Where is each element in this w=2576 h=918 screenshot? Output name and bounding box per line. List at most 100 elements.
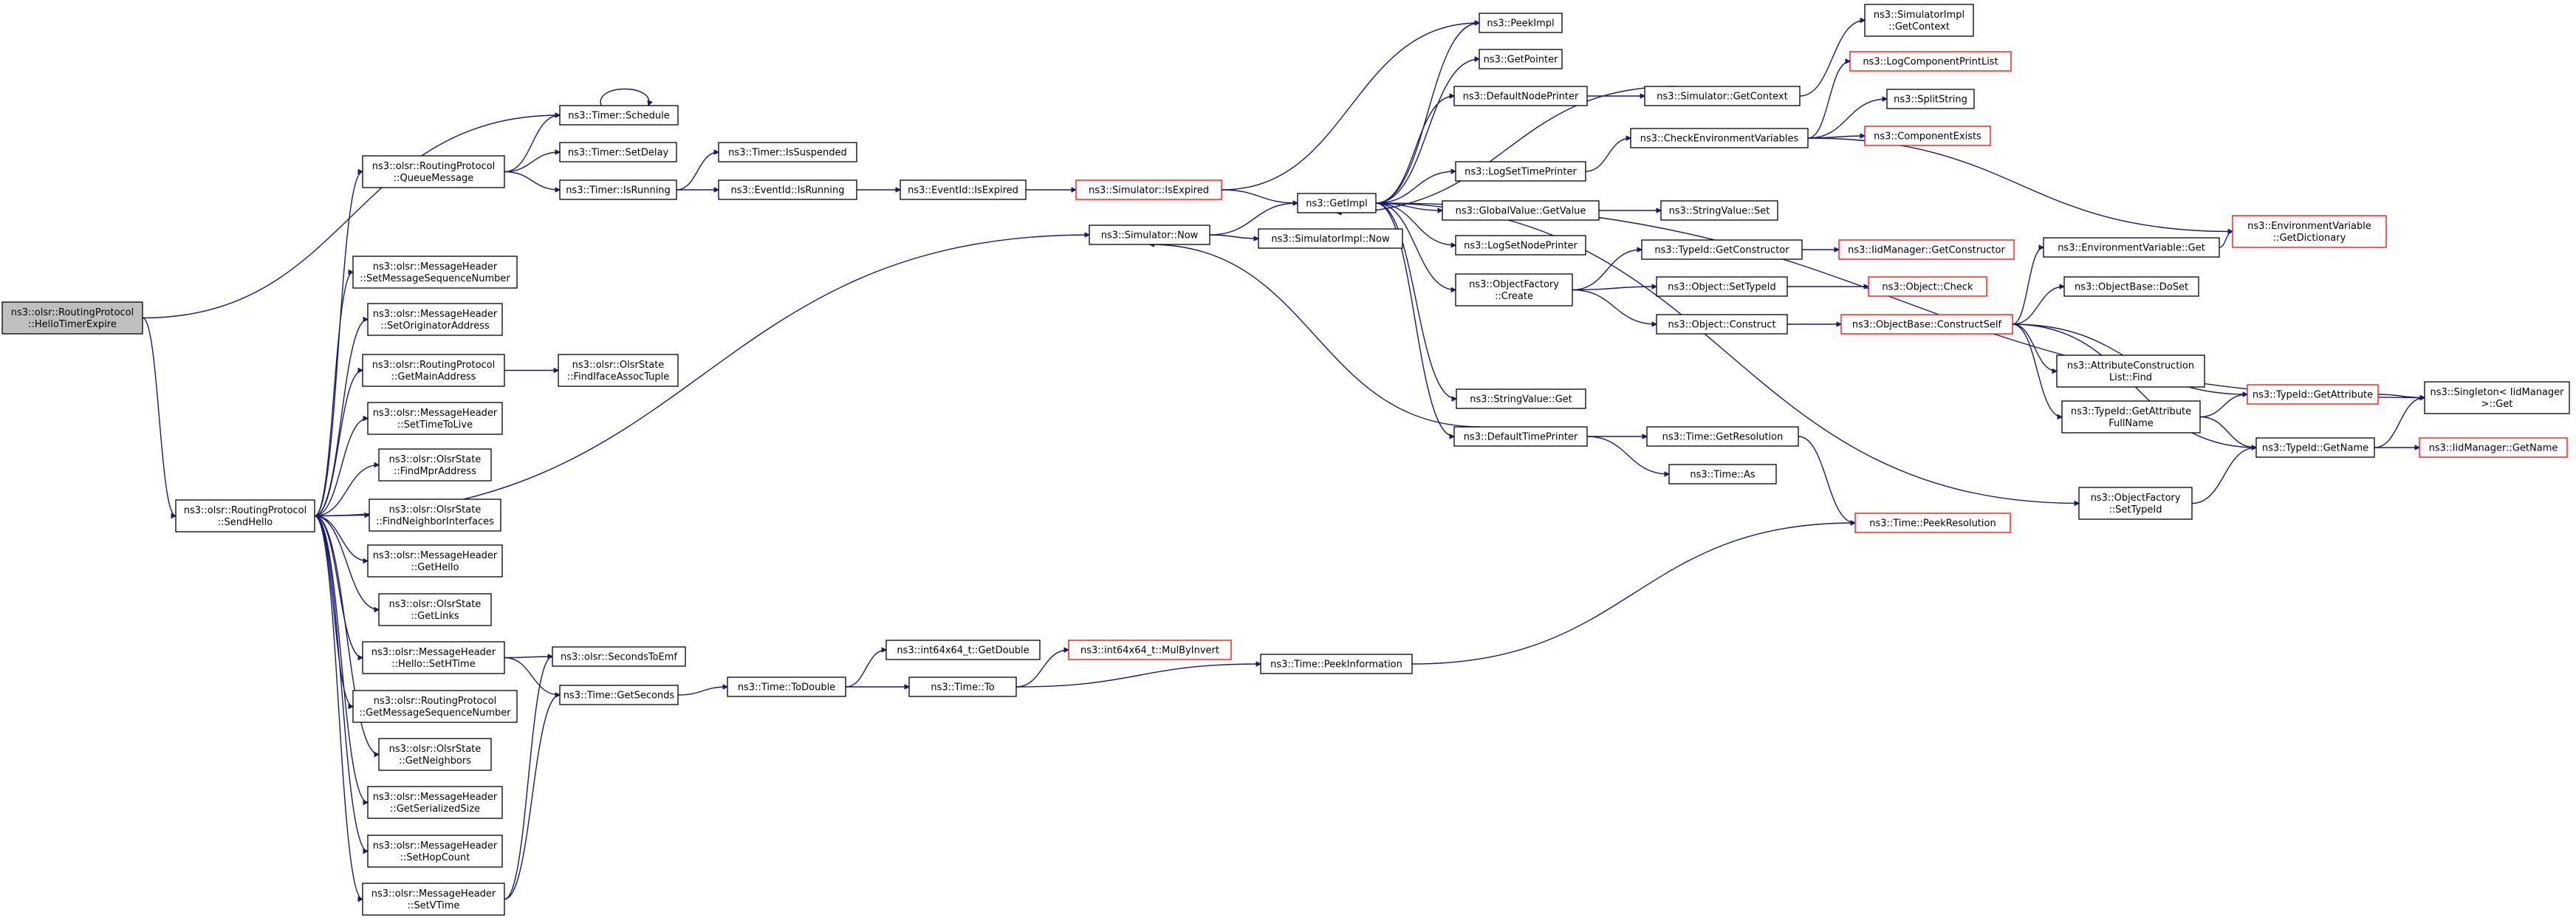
node-box xyxy=(558,354,679,387)
node-defaultnodeprinter[interactable]: ns3::DefaultNodePrinter xyxy=(1453,86,1588,106)
node-time_to[interactable]: ns3::Time::To xyxy=(908,676,1017,697)
node-mh_sethopcount[interactable]: ns3::olsr::MessageHeader::SetHopCount xyxy=(367,835,503,868)
node-typeid_getconstructor[interactable]: ns3::TypeId::GetConstructor xyxy=(1641,239,1803,260)
node-objectbase_constructself[interactable]: ns3::ObjectBase::ConstructSelf xyxy=(1840,314,2013,335)
edge-getimpl-to-defaulttimeprinter xyxy=(1375,202,1454,436)
node-hello_sethtime[interactable]: ns3::olsr::MessageHeader::Hello::SetHTim… xyxy=(362,641,505,674)
node-rp_getmsgseqnum[interactable]: ns3::olsr::RoutingProtocol::GetMessageSe… xyxy=(352,690,518,723)
edge-root-to-timer_schedule xyxy=(142,115,560,319)
node-simimpl_now[interactable]: ns3::SimulatorImpl::Now xyxy=(1258,228,1403,249)
node-logsetnodeprinter[interactable]: ns3::LogSetNodePrinter xyxy=(1455,235,1586,256)
node-olsrstate_findneighborinterfaces[interactable]: ns3::olsr::OlsrState::FindNeighborInterf… xyxy=(369,499,501,532)
node-envvar_get[interactable]: ns3::EnvironmentVariable::Get xyxy=(2043,237,2220,258)
node-box xyxy=(1646,426,1799,447)
node-timer_schedule[interactable]: ns3::Timer::Schedule xyxy=(559,105,679,126)
node-label-line: ::SendHello xyxy=(218,517,273,528)
node-olsrstate_getlinks[interactable]: ns3::olsr::OlsrState::GetLinks xyxy=(378,593,492,626)
node-box xyxy=(1479,13,1563,33)
node-objectfactory_create[interactable]: ns3::ObjectFactory::Create xyxy=(1455,273,1573,306)
node-label-line: ns3::olsr::RoutingProtocol xyxy=(372,360,496,371)
node-typeid_getattribute[interactable]: ns3::TypeId::GetAttribute xyxy=(2247,384,2379,405)
node-olsrstate_findmpraddress[interactable]: ns3::olsr::OlsrState::FindMprAddress xyxy=(378,448,492,482)
node-time_todouble[interactable]: ns3::Time::ToDouble xyxy=(727,676,846,697)
node-singleton_get[interactable]: ns3::Singleton< IidManager >::Get xyxy=(2424,381,2570,414)
node-timer_setdelay[interactable]: ns3::Timer::SetDelay xyxy=(559,142,677,162)
node-object_construct[interactable]: ns3::Object::Construct xyxy=(1656,314,1788,335)
node-stringvalue_set[interactable]: ns3::StringValue::Set xyxy=(1660,200,1778,221)
edge-sendhello-to-mh_getserializedsize xyxy=(314,515,368,803)
node-envvar_getdictionary[interactable]: ns3::EnvironmentVariable::GetDictionary xyxy=(2232,215,2387,248)
node-rp_getmainaddress[interactable]: ns3::olsr::RoutingProtocol::GetMainAddre… xyxy=(362,354,505,387)
node-olsrstate_findifaceassoctuple[interactable]: ns3::olsr::OlsrState::FindIfaceAssocTupl… xyxy=(558,354,679,387)
node-label-line: ::FindMprAddress xyxy=(394,466,476,477)
node-label-line: ns3::EventId::IsExpired xyxy=(908,185,1018,196)
node-mh_gethello[interactable]: ns3::olsr::MessageHeader::GetHello xyxy=(367,544,503,578)
node-int64_mulbyinvert[interactable]: ns3::int64x64_t::MulByInvert xyxy=(1068,640,1232,660)
node-timer_isrunning[interactable]: ns3::Timer::IsRunning xyxy=(559,179,677,200)
node-objectfactory_settypeid[interactable]: ns3::ObjectFactory::SetTypeId xyxy=(2078,487,2193,520)
node-label-line: ns3::Object::Check xyxy=(1882,282,1973,293)
node-mh_setoriginatoraddress[interactable]: ns3::olsr::MessageHeader::SetOriginatorA… xyxy=(367,303,503,336)
node-eventid_isrunning[interactable]: ns3::EventId::IsRunning xyxy=(718,179,857,200)
node-mh_settimetolive[interactable]: ns3::olsr::MessageHeader::SetTimeToLive xyxy=(367,402,503,435)
node-box xyxy=(1864,126,1991,146)
node-box xyxy=(1455,235,1586,256)
node-time_peekinformation[interactable]: ns3::Time::PeekInformation xyxy=(1260,654,1413,674)
node-sim_now[interactable]: ns3::Simulator::Now xyxy=(1089,225,1210,245)
node-splitstring[interactable]: ns3::SplitString xyxy=(1886,89,1975,109)
edge-hello_sethtime-to-time_getseconds xyxy=(504,657,560,696)
node-olsrstate_getneighbors[interactable]: ns3::olsr::OlsrState::GetNeighbors xyxy=(378,738,492,771)
node-label-line: ns3::Time::GetResolution xyxy=(1662,432,1784,443)
node-checkenvvars[interactable]: ns3::CheckEnvironmentVariables xyxy=(1630,128,1809,148)
node-iidmanager_getname[interactable]: ns3::IidManager::GetName xyxy=(2419,437,2568,458)
node-box xyxy=(559,685,679,705)
node-mh_getserializedsize[interactable]: ns3::olsr::MessageHeader::GetSerializedS… xyxy=(367,786,503,819)
node-timer_issuspended[interactable]: ns3::Timer::IsSuspended xyxy=(718,142,857,162)
node-iidmanager_getconstructor[interactable]: ns3::IidManager::GetConstructor xyxy=(1838,239,2015,260)
node-box xyxy=(900,179,1027,200)
node-object_settypeid[interactable]: ns3::Object::SetTypeId xyxy=(1656,276,1788,297)
node-label-line: ns3::EnvironmentVariable xyxy=(2247,221,2371,232)
node-logcomponentprintlist[interactable]: ns3::LogComponentPrintList xyxy=(1849,51,2012,72)
node-box xyxy=(352,256,518,289)
node-sendhello[interactable]: ns3::olsr::RoutingProtocol::SendHello xyxy=(175,499,315,532)
node-globalvalue_getvalue[interactable]: ns3::GlobalValue::GetValue xyxy=(1442,200,1600,221)
edges-layer xyxy=(142,21,2425,900)
node-typeid_getname[interactable]: ns3::TypeId::GetName xyxy=(2255,437,2375,458)
edge-sim_isexpired-to-getimpl xyxy=(1221,189,1298,203)
node-mh_setmsgseqnum[interactable]: ns3::olsr::MessageHeader::SetMessageSequ… xyxy=(352,256,518,289)
node-getimpl[interactable]: ns3::GetImpl xyxy=(1297,193,1377,213)
node-label-line: ns3::olsr::RoutingProtocol xyxy=(374,696,497,707)
node-sim_isexpired[interactable]: ns3::Simulator::IsExpired xyxy=(1075,179,1222,200)
node-time_getseconds[interactable]: ns3::Time::GetSeconds xyxy=(559,685,679,705)
edge-time_todouble-to-int64_getdouble xyxy=(845,650,886,688)
node-simimpl_getcontext[interactable]: ns3::SimulatorImpl::GetContext xyxy=(1864,4,1974,37)
node-time_peekresolution[interactable]: ns3::Time::PeekResolution xyxy=(1854,513,2011,533)
node-mh_setvtime[interactable]: ns3::olsr::MessageHeader::SetVTime xyxy=(362,883,505,916)
edge-timer_isrunning-to-timer_issuspended xyxy=(676,152,719,191)
node-logsettimeprinter[interactable]: ns3::LogSetTimePrinter xyxy=(1455,161,1586,182)
node-objectbase_doset[interactable]: ns3::ObjectBase::DoSet xyxy=(2063,276,2199,297)
edge-time_getseconds-to-time_todouble xyxy=(677,687,727,696)
node-secondstoemf[interactable]: ns3::olsr::SecondsToEmf xyxy=(552,646,686,667)
node-label-line: ns3::AttributeConstruction xyxy=(2067,360,2194,371)
node-sim_getcontext[interactable]: ns3::Simulator::GetContext xyxy=(1644,86,1801,106)
node-time_as[interactable]: ns3::Time::As xyxy=(1668,464,1777,484)
node-box xyxy=(367,786,503,819)
node-int64_getdouble[interactable]: ns3::int64x64_t::GetDouble xyxy=(886,640,1041,660)
node-eventid_isexpired[interactable]: ns3::EventId::IsExpired xyxy=(900,179,1027,200)
node-defaulttimeprinter[interactable]: ns3::DefaultTimePrinter xyxy=(1453,426,1588,447)
node-time_getresolution[interactable]: ns3::Time::GetResolution xyxy=(1646,426,1799,447)
edge-queuemessage-to-timer_setdelay xyxy=(504,152,560,173)
node-label-line: ns3::Time::PeekResolution xyxy=(1869,518,1996,530)
node-object_check[interactable]: ns3::Object::Check xyxy=(1868,276,1987,297)
node-queuemessage[interactable]: ns3::olsr::RoutingProtocol::QueueMessage xyxy=(362,155,505,188)
node-box xyxy=(552,646,686,667)
node-componentexists[interactable]: ns3::ComponentExists xyxy=(1864,126,1991,146)
node-peekimpl[interactable]: ns3::PeekImpl xyxy=(1479,13,1563,33)
node-getpointer[interactable]: ns3::GetPointer xyxy=(1479,49,1563,69)
node-box xyxy=(2078,487,2193,520)
node-stringvalue_get[interactable]: ns3::StringValue::Get xyxy=(1456,388,1586,409)
